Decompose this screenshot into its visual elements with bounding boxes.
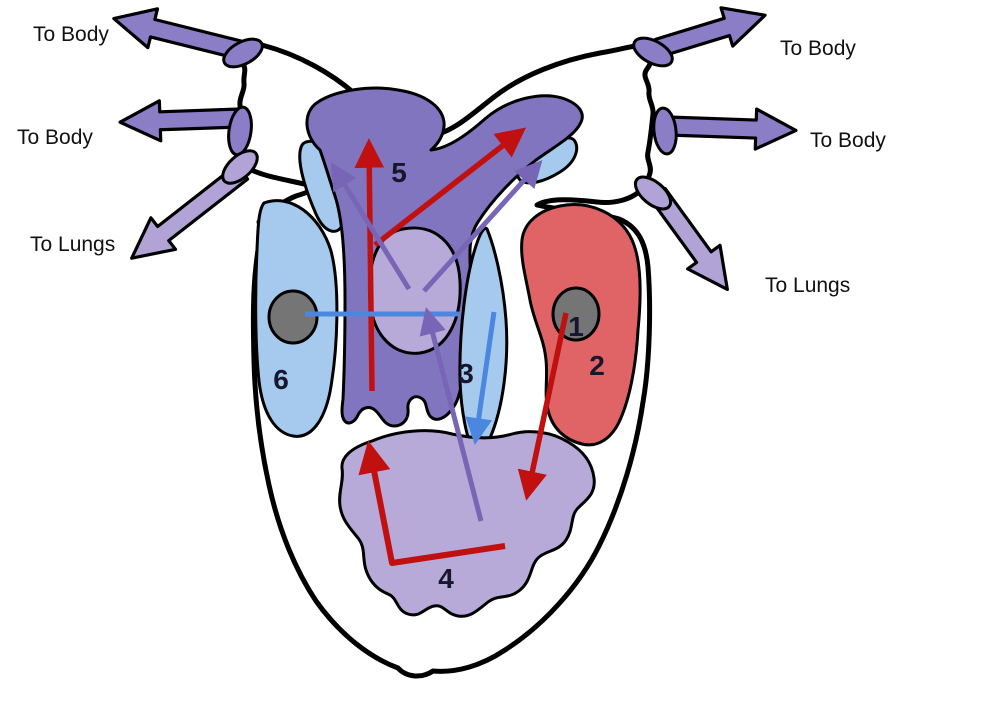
region-6-label: 6 xyxy=(273,364,289,395)
to-lungs-label-left: To Lungs xyxy=(30,233,115,256)
region-5-label: 5 xyxy=(391,157,407,188)
purple-flow-left-flap-arrow xyxy=(330,162,412,291)
region-3-label: 3 xyxy=(458,358,474,389)
vessel-root-mid-right xyxy=(652,106,678,156)
to-body-label-mid-right: To Body xyxy=(810,129,886,152)
flow-arrows xyxy=(305,127,569,566)
to-body-arrow-top-left-icon xyxy=(112,7,244,61)
purple-flow-right-flap-arrow xyxy=(422,159,543,293)
region-1-label: 1 xyxy=(568,311,584,342)
vessel-root-top-right xyxy=(632,36,674,68)
to-body-arrow-mid-left-icon xyxy=(118,99,242,143)
to-body-label-mid-left: To Body xyxy=(17,126,93,149)
vessel-root-lungs-right xyxy=(633,175,673,211)
blue-flow-down-channel-arrow xyxy=(465,311,497,446)
to-body-label-top-right: To Body xyxy=(780,37,856,60)
vessel-arrows xyxy=(112,6,798,292)
red-flow-ventricle-elbow-arrow xyxy=(358,440,506,566)
to-body-label-top-left: To Body xyxy=(33,23,109,46)
to-body-arrow-mid-right-icon xyxy=(666,107,798,151)
region-2-label: 2 xyxy=(589,350,605,381)
purple-flow-ventricle-up-arrow xyxy=(419,307,484,522)
region-number-labels: 1 2 3 4 5 6 xyxy=(273,157,605,594)
red-flow-branch-right-arrow xyxy=(373,127,527,248)
region-4-label: 4 xyxy=(438,563,454,594)
vessel-root-lungs-left xyxy=(221,149,259,185)
to-lungs-label-right: To Lungs xyxy=(765,274,850,297)
red-flow-node-to-ventricle-arrow xyxy=(517,312,569,501)
vessel-roots xyxy=(221,36,678,211)
vessel-labels: To Body To Body To Lungs To Body To Body… xyxy=(17,23,886,297)
vessel-root-top-left xyxy=(222,37,264,69)
gray-node-left xyxy=(267,289,319,345)
red-flow-up-trunk-arrow xyxy=(354,138,385,392)
to-lungs-arrow-right-icon xyxy=(649,187,729,292)
